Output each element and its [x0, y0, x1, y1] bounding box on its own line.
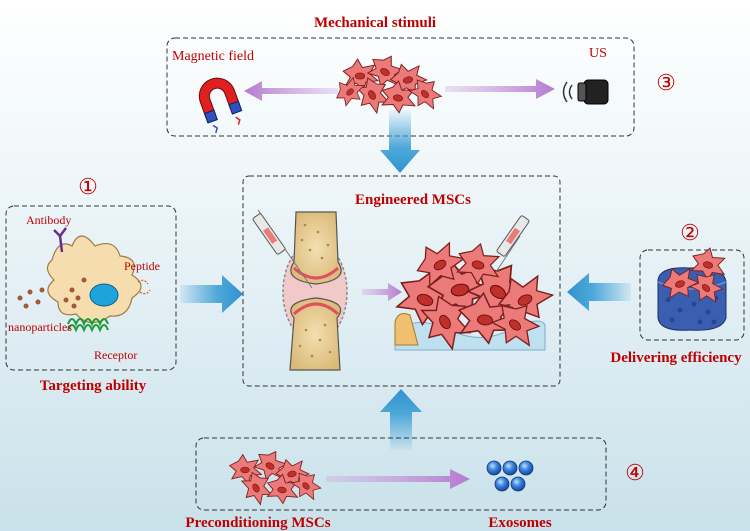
arrow-bottom-to-center [380, 389, 422, 450]
section-number-3: ③ [656, 70, 676, 95]
engineered-mscs-title: Engineered MSCs [355, 192, 471, 208]
arrow-top-to-center [380, 110, 420, 173]
msc-cluster-top [329, 48, 448, 119]
tissue-msc-illustration [389, 215, 560, 357]
joint-illustration [252, 209, 348, 371]
magnetic-field-label: Magnetic field [172, 49, 254, 64]
mechanical-stimuli-title: Mechanical stimuli [314, 15, 436, 31]
targeting-ability-box [5, 205, 177, 371]
antibody-label: Antibody [26, 213, 71, 227]
preconditioning-mscs-caption: Preconditioning MSCs [185, 515, 330, 531]
targeting-ability-caption: Targeting ability [40, 378, 147, 394]
magnet-icon [198, 77, 243, 134]
delivering-efficiency-box [639, 249, 745, 341]
ultrasound-icon [562, 79, 609, 105]
exosomes-caption: Exosomes [488, 515, 551, 531]
receptor-label: Receptor [94, 348, 137, 362]
mechanical-stimuli-box [166, 37, 635, 137]
preconditioning-box [195, 437, 607, 511]
engineered-mscs-box [242, 175, 561, 387]
arrow-joint-to-tissue [362, 283, 402, 301]
msc-cluster-bottom [229, 444, 327, 510]
delivering-efficiency-caption: Delivering efficiency [610, 350, 742, 366]
targeted-msc-cell [17, 227, 151, 333]
section-number-4: ④ [625, 460, 645, 485]
arrow-left-to-center [180, 275, 243, 313]
arrow-right-to-center [567, 273, 631, 311]
arrow-to-ultrasound [445, 79, 555, 99]
nanoparticles-label: nanoparticles [8, 320, 72, 334]
exosomes-icon [486, 460, 534, 492]
us-label: US [589, 46, 607, 61]
section-number-1: ① [78, 174, 98, 199]
peptide-label: Peptide [124, 259, 160, 273]
section-number-2: ② [680, 220, 700, 245]
scaffold-illustration [657, 243, 731, 331]
arrow-to-magnet [244, 81, 338, 101]
arrow-msc-to-exosomes [326, 469, 470, 489]
